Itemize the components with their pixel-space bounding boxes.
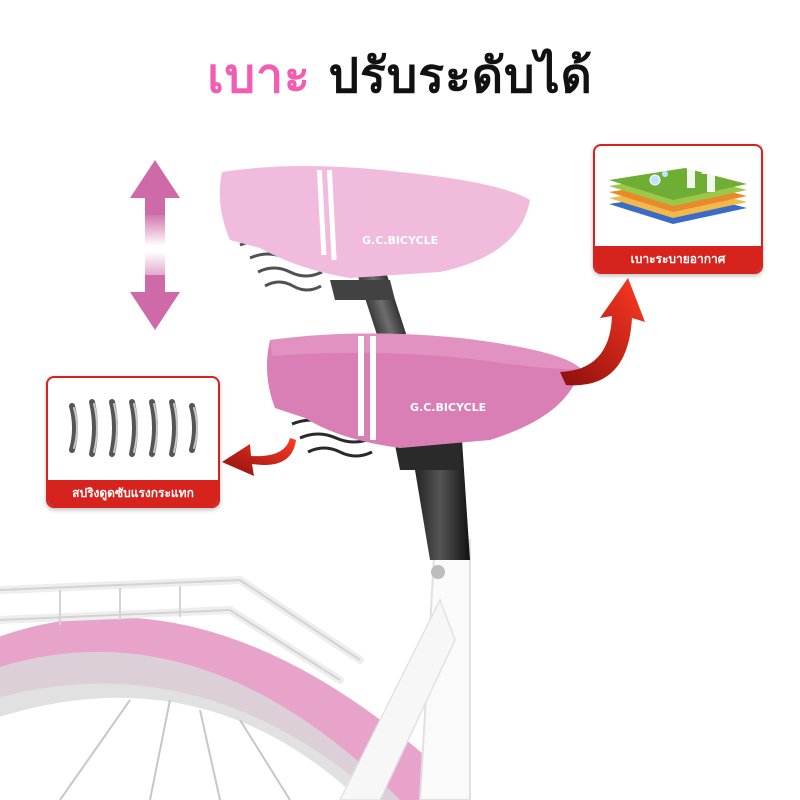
arrow-to-spring — [222, 438, 296, 476]
title-accent: เบาะ — [207, 48, 311, 104]
arrow-to-breathable — [560, 278, 645, 386]
page-title: เบาะ ปรับระดับได้ — [0, 38, 800, 114]
layered-fabric-icon — [609, 156, 747, 224]
bicycle-frame — [0, 539, 471, 800]
spring-label: สปริงดูดซับแรงกระแทก — [48, 480, 218, 506]
title-rest: ปรับระดับได้ — [328, 48, 593, 104]
saddle-brand-lowered: G.C.BICYCLE — [410, 401, 486, 414]
coil-spring-icon — [69, 399, 198, 457]
height-adjust-arrow — [130, 160, 180, 330]
breathable-callout: เบาะระบายอากาศ — [593, 144, 763, 274]
saddle-lowered — [266, 333, 580, 560]
breathable-label: เบาะระบายอากาศ — [595, 246, 761, 272]
spring-callout: สปริงดูดซับแรงกระแทก — [46, 376, 220, 508]
saddle-brand-raised: G.C.BICYCLE — [362, 234, 438, 247]
saddle-raised — [219, 166, 531, 343]
